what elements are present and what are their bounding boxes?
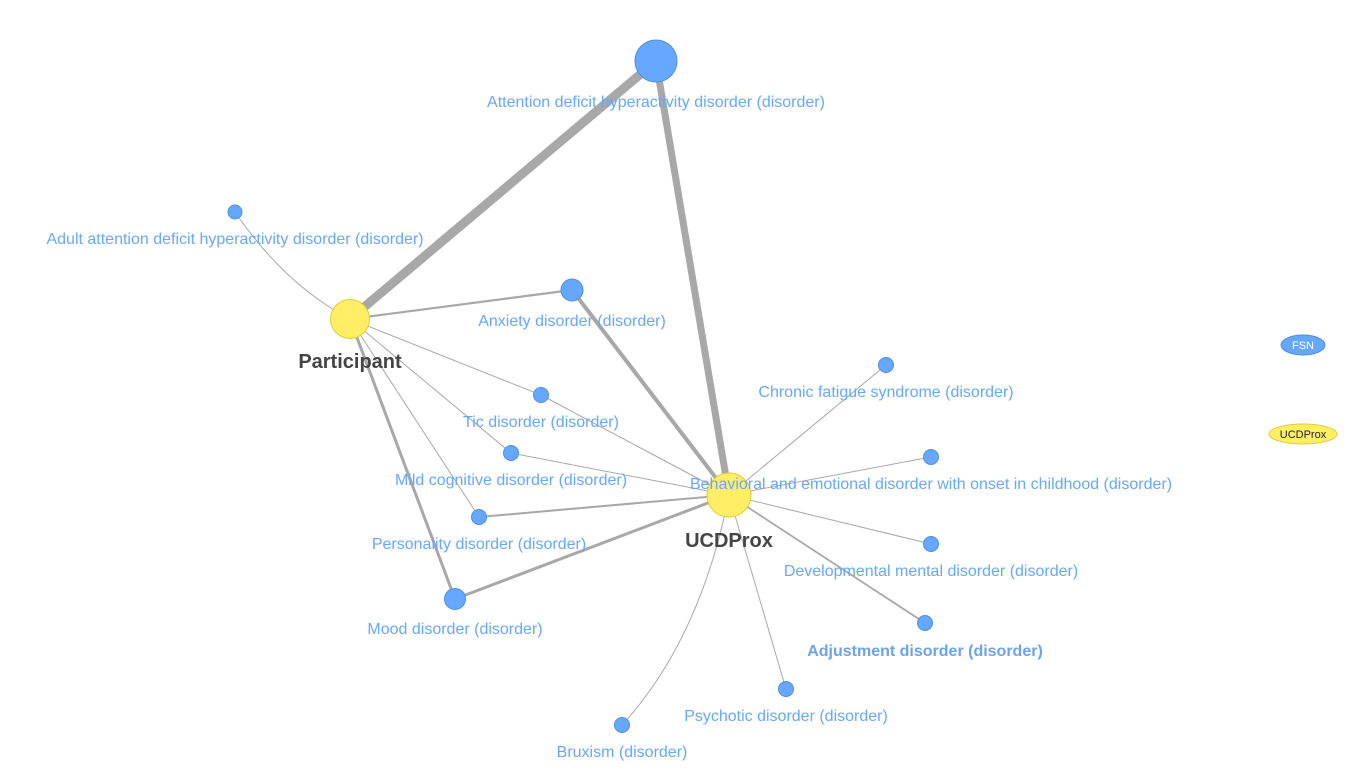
label-bruxism: Bruxism (disorder) xyxy=(557,744,688,761)
legend-swatch-ucdprox xyxy=(1268,423,1338,445)
legend-item-fsn[interactable]: FSN xyxy=(1280,334,1326,356)
edge-participant-mild-cog xyxy=(349,318,512,454)
edge-ucdprox-bruxism xyxy=(621,494,730,726)
edge-ucdprox-adhd xyxy=(652,60,733,496)
node-mild-cog[interactable] xyxy=(503,445,519,461)
edge-ucdprox-psychotic xyxy=(728,494,787,690)
hub-nodes xyxy=(330,299,752,518)
edge-ucdprox-developmental xyxy=(728,494,932,545)
edge-ucdprox-mood xyxy=(454,493,730,601)
label-anxiety: Anxiety disorder (disorder) xyxy=(478,313,666,330)
label-adhd: Attention deficit hyperactivity disorder… xyxy=(487,94,825,111)
label-tic: Tic disorder (disorder) xyxy=(463,414,619,431)
edge-ucdprox-tic xyxy=(540,394,730,496)
node-adhd[interactable] xyxy=(634,39,678,83)
legend-item-ucdprox[interactable]: UCDProx xyxy=(1268,423,1338,445)
label-psychotic: Psychotic disorder (disorder) xyxy=(684,708,888,725)
label-cfs: Chronic fatigue syndrome (disorder) xyxy=(758,384,1013,401)
label-ucdprox: UCDProx xyxy=(685,530,773,552)
edge-participant-mood xyxy=(348,318,457,600)
disorder-labels: Attention deficit hyperactivity disorder… xyxy=(46,94,1172,761)
node-cfs[interactable] xyxy=(878,357,894,373)
node-ucdprox[interactable] xyxy=(706,472,752,518)
label-personality: Personality disorder (disorder) xyxy=(372,536,586,553)
node-participant[interactable] xyxy=(330,299,370,339)
edge-ucdprox-anxiety xyxy=(570,288,731,497)
edges xyxy=(234,57,932,726)
label-developmental: Developmental mental disorder (disorder) xyxy=(784,563,1078,580)
node-bruxism[interactable] xyxy=(614,717,630,733)
node-mood[interactable] xyxy=(444,588,466,610)
node-tic[interactable] xyxy=(533,387,549,403)
edge-participant-personality xyxy=(349,318,480,518)
label-adjustment: Adjustment disorder (disorder) xyxy=(807,643,1043,660)
disorder-nodes xyxy=(227,39,939,733)
node-anxiety[interactable] xyxy=(560,278,584,302)
legend-label-fsn: FSN xyxy=(1292,340,1314,352)
node-behavioral[interactable] xyxy=(923,449,939,465)
legend-swatch-fsn xyxy=(1280,334,1326,356)
edge-ucdprox-mild-cog xyxy=(510,452,730,496)
edge-ucdprox-cfs xyxy=(728,364,887,496)
edge-participant-adult-adhd xyxy=(234,211,351,320)
legend: FSN UCDProx xyxy=(1268,334,1338,445)
label-participant: Participant xyxy=(298,351,402,373)
legend-label-ucdprox: UCDProx xyxy=(1280,429,1327,441)
node-developmental[interactable] xyxy=(923,536,939,552)
edge-participant-tic xyxy=(349,318,542,396)
node-adjustment[interactable] xyxy=(917,615,933,631)
edge-participant-adhd xyxy=(347,57,659,323)
label-mild-cog: Mild cognitive disorder (disorder) xyxy=(395,472,627,489)
edge-participant-anxiety xyxy=(349,288,573,321)
node-psychotic[interactable] xyxy=(778,681,794,697)
edge-ucdprox-personality xyxy=(478,494,730,518)
label-adult-adhd: Adult attention deficit hyperactivity di… xyxy=(46,231,423,248)
edge-ucdprox-behavioral xyxy=(728,456,932,496)
label-mood: Mood disorder (disorder) xyxy=(367,621,542,638)
label-behavioral: Behavioral and emotional disorder with o… xyxy=(690,476,1172,493)
edge-ucdprox-adjustment xyxy=(728,494,926,624)
node-adult-adhd[interactable] xyxy=(227,204,243,220)
node-personality[interactable] xyxy=(471,509,487,525)
hub-labels: Participant UCDProx xyxy=(298,351,773,552)
